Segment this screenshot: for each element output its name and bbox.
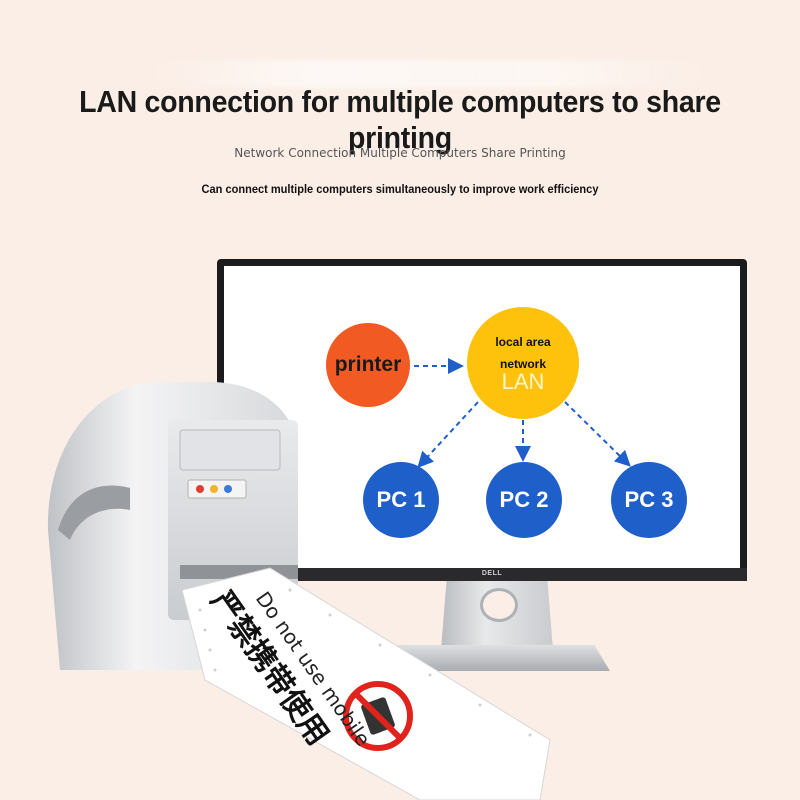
page-subheadline: Network Connection Multiple Computers Sh… (234, 146, 566, 160)
printer-side-slot (58, 485, 130, 540)
lan-node-line2: network (499, 357, 546, 371)
pc3-node: PC 3 (611, 462, 687, 538)
lan-node-line3: LAN (501, 369, 545, 394)
printer-node-label: printer (334, 353, 402, 376)
lan-node-line1: local area (495, 335, 551, 349)
monitor-stand-cable-hole (480, 588, 518, 622)
lan-node: local area network LAN (467, 307, 579, 419)
page-headline: LAN connection for multiple computers to… (79, 84, 721, 155)
monitor-chin (217, 568, 747, 581)
pc1-node: PC 1 (363, 462, 439, 538)
faded-background-text (140, 60, 720, 88)
pc2-node: PC 2 (486, 462, 562, 538)
dell-logo: DELL (481, 570, 503, 577)
pc2-node-label: PC 2 (499, 487, 549, 512)
printer-top-slot (179, 429, 281, 471)
pc1-node-label: PC 1 (376, 487, 426, 512)
printer-node: printer (326, 323, 410, 407)
pc3-node-label: PC 3 (624, 487, 674, 512)
page-tagline: Can connect multiple computers simultane… (201, 182, 599, 196)
